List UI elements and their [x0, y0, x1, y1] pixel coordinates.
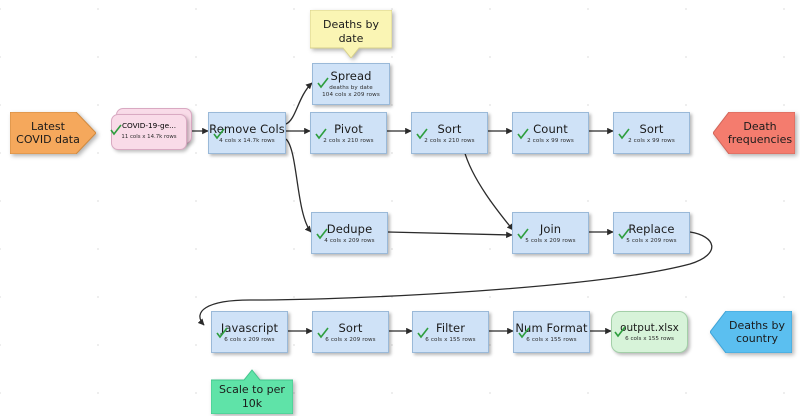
note-pentagon-up-shape: [211, 369, 293, 414]
step-filter[interactable]: Filter 6 cols x 155 rows: [412, 311, 489, 353]
output-file-title: output.xlsx: [620, 321, 679, 334]
sink-death-frequencies-line1: Death: [743, 120, 777, 133]
note-deaths-by-date-label: Deaths by date: [323, 10, 379, 46]
step-sort-3-title: Sort: [338, 320, 363, 335]
input-file-covid-19-geo[interactable]: COVID-19-geo... COVID-19-ge... 11 cols x…: [110, 108, 193, 154]
step-num-format-title: Num Format: [515, 320, 588, 335]
step-dedupe[interactable]: Dedupe 4 cols x 209 rows: [311, 212, 388, 254]
output-file-meta: 6 cols x 155 rows: [625, 335, 674, 342]
input-file-front-label: COVID-19-ge...: [121, 121, 177, 130]
output-file-output-xlsx[interactable]: output.xlsx 6 cols x 155 rows: [611, 311, 688, 353]
step-replace[interactable]: Replace 5 cols x 209 rows: [613, 212, 690, 254]
source-label-line1: Latest: [30, 120, 65, 133]
step-remove-cols-title: Remove Cols: [209, 121, 285, 136]
step-pivot-meta: 2 cols x 210 rows: [323, 137, 374, 144]
note-deaths-by-date-line1: Deaths by: [323, 18, 379, 31]
step-pivot[interactable]: Pivot 2 cols x 210 rows: [310, 112, 387, 154]
step-remove-cols[interactable]: Remove Cols 4 cols x 14.7k rows: [208, 112, 286, 154]
step-remove-cols-meta: 4 cols x 14.7k rows: [219, 137, 275, 144]
sink-deaths-by-country-line1: Deaths by: [729, 319, 785, 332]
step-replace-meta: 5 cols x 209 rows: [626, 237, 677, 244]
step-pivot-title: Pivot: [334, 121, 363, 136]
source-label: Latest COVID data: [16, 120, 80, 146]
step-sort-3[interactable]: Sort 6 cols x 209 rows: [312, 311, 389, 353]
step-join[interactable]: Join 5 cols x 209 rows: [512, 212, 589, 254]
note-scale-to-per-10k-line1: Scale to per: [219, 383, 285, 396]
step-filter-meta: 6 cols x 155 rows: [425, 336, 476, 343]
sink-death-frequencies[interactable]: Death frequencies: [713, 112, 795, 154]
source-pennant-shape: [10, 112, 96, 154]
step-javascript-title: Javascript: [220, 320, 279, 335]
sink-death-frequencies-line2: frequencies: [727, 133, 793, 146]
note-scale-to-per-10k-label: Scale to per 10k: [219, 368, 285, 411]
step-sort-2-title: Sort: [639, 121, 664, 136]
sink-pennant-shape: [710, 311, 792, 353]
step-sort-2-meta: 2 cols x 99 rows: [628, 137, 675, 144]
edge-remove-cols-to-spread: [285, 82, 313, 125]
step-dedupe-title: Dedupe: [326, 221, 373, 236]
edge-dedupe-to-join: [387, 231, 513, 239]
step-sort-2[interactable]: Sort 2 cols x 99 rows: [613, 112, 690, 154]
note-deaths-by-date[interactable]: Deaths by date: [310, 10, 392, 58]
step-join-meta: 5 cols x 209 rows: [525, 237, 576, 244]
step-sort-3-meta: 6 cols x 209 rows: [325, 336, 376, 343]
step-spread-meta2: 104 cols x 209 rows: [322, 92, 380, 98]
step-spread[interactable]: Spread deaths by date 104 cols x 209 row…: [312, 63, 390, 105]
step-spread-title: Spread: [330, 69, 372, 83]
step-count-meta: 2 cols x 99 rows: [527, 137, 574, 144]
step-num-format-meta: 6 cols x 155 rows: [526, 336, 577, 343]
step-sort-1-title: Sort: [437, 121, 462, 136]
input-file-meta: 11 cols x 14.7k rows: [121, 134, 177, 140]
sink-deaths-by-country-label: Deaths by country: [729, 319, 785, 345]
edge-sort-1-to-join: [463, 149, 514, 231]
edge-remove-cols-to-dedupe: [285, 138, 312, 233]
step-filter-title: Filter: [435, 320, 466, 335]
step-join-title: Join: [539, 221, 562, 236]
check-icon: [317, 77, 329, 89]
source-label-line2: COVID data: [16, 133, 80, 146]
note-deaths-by-date-line2: date: [338, 32, 364, 45]
step-replace-title: Replace: [628, 221, 675, 236]
sink-death-frequencies-label: Death frequencies: [728, 120, 792, 146]
step-dedupe-meta: 4 cols x 209 rows: [324, 237, 375, 244]
note-scale-to-per-10k[interactable]: Scale to per 10k: [211, 368, 293, 414]
step-javascript[interactable]: Javascript 6 cols x 209 rows: [211, 311, 288, 353]
step-count[interactable]: Count 2 cols x 99 rows: [512, 112, 589, 154]
step-sort-1-meta: 2 cols x 210 rows: [424, 137, 475, 144]
sink-pennant-shape: [713, 112, 795, 154]
source-latest-covid-data[interactable]: Latest COVID data: [10, 112, 96, 154]
input-file-front-card[interactable]: COVID-19-ge... 11 cols x 14.7k rows: [111, 114, 187, 150]
step-spread-meta: deaths by date: [329, 85, 373, 91]
note-pentagon-down-shape: [310, 10, 392, 58]
sink-deaths-by-country-line2: country: [735, 332, 779, 345]
sink-deaths-by-country[interactable]: Deaths by country: [710, 311, 792, 353]
step-sort-1[interactable]: Sort 2 cols x 210 rows: [411, 112, 488, 154]
step-javascript-meta: 6 cols x 209 rows: [224, 336, 275, 343]
step-num-format[interactable]: Num Format 6 cols x 155 rows: [513, 311, 590, 353]
note-scale-to-per-10k-line2: 10k: [241, 397, 263, 410]
step-count-title: Count: [533, 121, 568, 136]
